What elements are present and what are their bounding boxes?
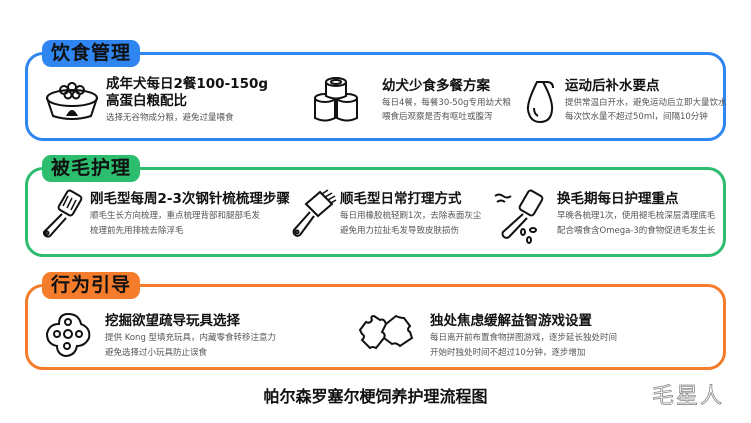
item-desc: 提供 Kong 型填充玩具，内藏零食转移注意力 xyxy=(105,333,277,343)
treat-toy-icon xyxy=(45,312,91,358)
diet-item-1: 成年犬每日2餐100-150g高蛋白粮配比 选择无谷物成分粮，避免过量喂食 xyxy=(106,76,276,126)
shedding-brush-icon xyxy=(494,189,544,244)
water-bottle-icon xyxy=(526,81,554,124)
page-title: 帕尔森罗塞尔梗饲养护理流程图 xyxy=(263,387,488,406)
item-title: 换毛期每日护理重点 xyxy=(557,191,679,207)
grooming-item-3: 换毛期每日护理重点 早晚各梳理1次，使用褪毛梳深层清理底毛 配合喂食含Omega… xyxy=(557,191,715,239)
item-desc: 避免用力拉扯毛发导致皮肤损伤 xyxy=(340,226,460,236)
diet-item-2: 幼犬少食多餐方案 每日4餐，每餐30-50g专用幼犬粮 喂食后观察是否有呕吐或腹… xyxy=(382,78,511,125)
comb-icon xyxy=(292,189,337,237)
item-desc: 每次饮水量不超过50ml，间隔10分钟 xyxy=(565,112,708,122)
item-desc: 每日4餐，每餐30-50g专用幼犬粮 xyxy=(382,98,512,108)
item-title: 运动后补水要点 xyxy=(565,78,660,94)
item-desc: 选择无谷物成分粮，避免过量喂食 xyxy=(106,113,234,123)
item-desc: 早晚各梳理1次，使用褪毛梳深层清理底毛 xyxy=(557,211,716,221)
item-title: 成年犬每日2餐100-150g高蛋白粮配比 xyxy=(106,76,269,109)
item-desc: 配合喂食含Omega-3的食物促进毛发生长 xyxy=(557,226,716,236)
puzzle-icon xyxy=(358,314,414,350)
item-desc: 每日离开前布置食物拼图游戏，逐步延长独处时间 xyxy=(430,333,618,343)
diet-tab: 饮食管理 xyxy=(42,40,140,67)
item-desc: 每日用橡胶梳轻刷1次，去除表面灰尘 xyxy=(340,211,482,221)
behavior-item-2: 独处焦虑缓解益智游戏设置 每日离开前布置食物拼图游戏，逐步延长独处时间 开始时独… xyxy=(430,313,617,361)
behavior-panel xyxy=(25,284,726,370)
item-title: 幼犬少食多餐方案 xyxy=(382,78,490,94)
item-desc: 避免选择过小玩具防止误食 xyxy=(105,348,208,358)
diet-panel xyxy=(25,52,726,141)
item-title: 独处焦虑缓解益智游戏设置 xyxy=(430,313,592,329)
dog-bowl-icon xyxy=(46,82,98,120)
grooming-item-1: 刚毛型每周2-3次钢针梳梳理步骤 顺毛生长方向梳理，重点梳理背部和腿部毛发 梳理… xyxy=(90,191,290,239)
behavior-item-1: 挖掘欲望疏导玩具选择 提供 Kong 型填充玩具，内藏零食转移注意力 避免选择过… xyxy=(105,313,276,361)
slicker-brush-icon xyxy=(42,189,83,238)
item-desc: 喂食后观察是否有呕吐或腹泻 xyxy=(382,112,493,122)
diet-item-3: 运动后补水要点 提供常温白开水，避免运动后立即大量饮水 每次饮水量不超过50ml… xyxy=(565,78,727,125)
food-cans-icon xyxy=(314,77,358,122)
grooming-panel xyxy=(25,167,726,257)
item-title: 刚毛型每周2-3次钢针梳梳理步骤 xyxy=(90,191,290,207)
behavior-tab: 行为引导 xyxy=(42,272,140,299)
item-desc: 顺毛生长方向梳理，重点梳理背部和腿部毛发 xyxy=(90,211,261,221)
item-title: 顺毛型日常打理方式 xyxy=(340,191,462,207)
grooming-tab: 被毛护理 xyxy=(42,155,140,182)
item-desc: 提供常温白开水，避免运动后立即大量饮水 xyxy=(565,98,727,108)
grooming-item-2: 顺毛型日常打理方式 每日用橡胶梳轻刷1次，去除表面灰尘 避免用力拉扯毛发导致皮肤… xyxy=(340,191,481,239)
item-title: 挖掘欲望疏导玩具选择 xyxy=(105,313,240,329)
item-desc: 梳理前先用排梳去除浮毛 xyxy=(90,226,184,236)
item-desc: 开始时独处时间不超过10分钟，逐步增加 xyxy=(430,348,586,358)
watermark: 毛星人 xyxy=(652,384,725,410)
